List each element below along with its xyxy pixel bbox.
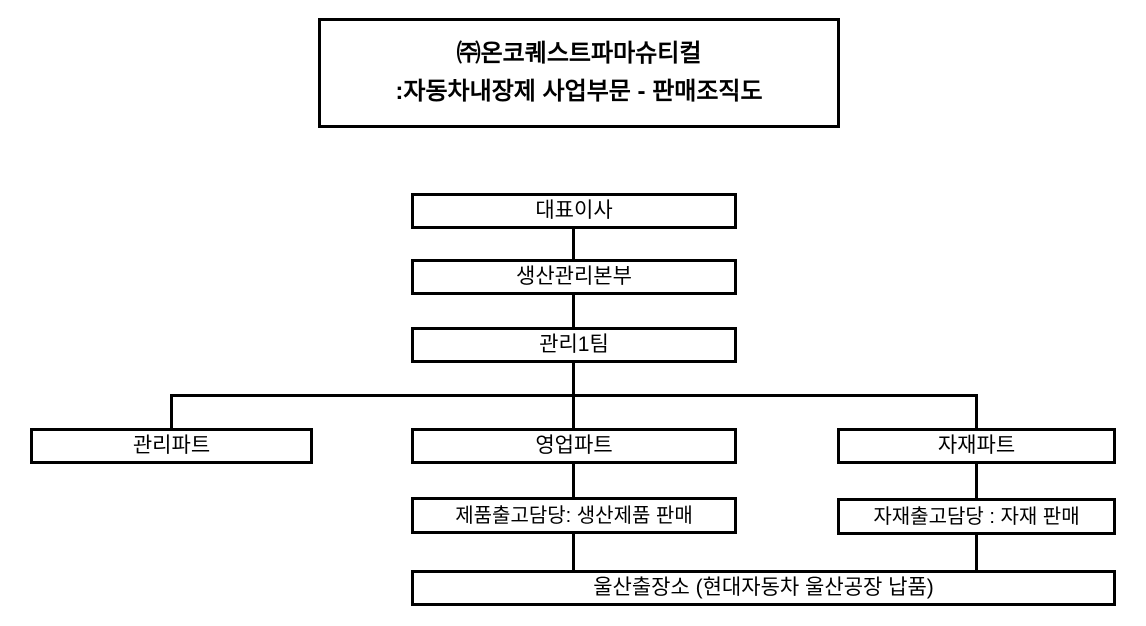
org-node-production-hq: 생산관리본부 bbox=[411, 259, 737, 295]
org-node-management-team1: 관리1팀 bbox=[411, 327, 737, 363]
org-node-label: 대표이사 bbox=[535, 199, 613, 223]
connector-materials-to-materials-shipping bbox=[975, 464, 978, 498]
chart-title-box: ㈜온코퀘스트파마슈티컬 :자동차내장제 사업부문 - 판매조직도 bbox=[318, 18, 840, 128]
org-node-materials-shipping: 자재출고담당 : 자재 판매 bbox=[837, 498, 1116, 535]
org-node-label: 제품출고담당: 생산제품 판매 bbox=[455, 504, 693, 527]
org-node-label: 관리1팀 bbox=[539, 333, 609, 357]
org-node-label: 영업파트 bbox=[535, 434, 613, 458]
connector-branch-to-management-part bbox=[170, 394, 173, 428]
org-node-label: 생산관리본부 bbox=[516, 265, 632, 289]
connector-product-shipping-to-ulsan bbox=[572, 534, 575, 570]
connector-ceo-to-hq bbox=[572, 229, 575, 259]
connector-branch-to-materials-part bbox=[975, 394, 978, 428]
org-node-ulsan-office: 울산출장소 (현대자동차 울산공장 납품) bbox=[411, 570, 1116, 606]
org-node-materials-part: 자재파트 bbox=[837, 428, 1116, 464]
org-node-management-part: 관리파트 bbox=[30, 428, 313, 464]
org-node-label: 관리파트 bbox=[132, 434, 211, 458]
connector-hq-to-team1 bbox=[572, 295, 575, 327]
connector-branch-to-sales-part bbox=[572, 394, 575, 428]
connector-team1-to-branch bbox=[572, 363, 575, 394]
org-node-sales-part: 영업파트 bbox=[411, 428, 737, 464]
connector-sales-to-product-shipping bbox=[572, 464, 575, 497]
company-name: ㈜온코퀘스트파마슈티컬 bbox=[456, 40, 702, 67]
org-node-label: 자재파트 bbox=[937, 434, 1016, 458]
chart-subtitle: :자동차내장제 사업부문 - 판매조직도 bbox=[395, 78, 763, 105]
org-node-product-shipping: 제품출고담당: 생산제품 판매 bbox=[411, 497, 737, 534]
connector-materials-shipping-to-ulsan bbox=[975, 535, 978, 570]
org-node-ceo: 대표이사 bbox=[411, 193, 737, 229]
org-node-label: 자재출고담당 : 자재 판매 bbox=[873, 505, 1080, 528]
org-node-label: 울산출장소 (현대자동차 울산공장 납품) bbox=[593, 576, 934, 600]
